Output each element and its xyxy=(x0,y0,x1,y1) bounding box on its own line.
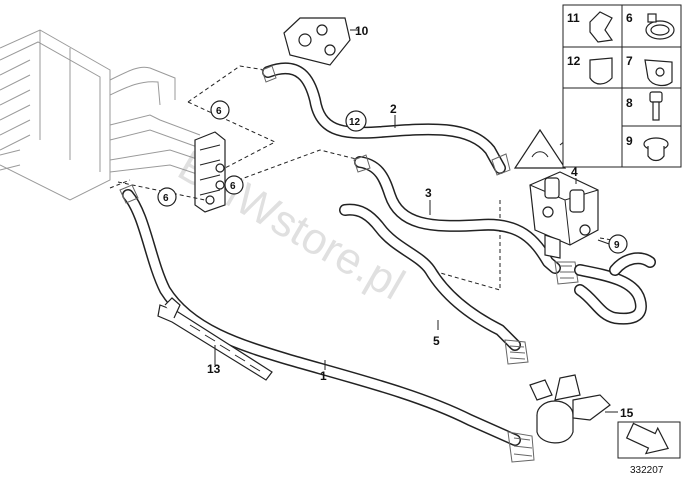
svg-text:9: 9 xyxy=(614,240,620,251)
callout-12: 12 xyxy=(345,110,367,132)
hose-1 xyxy=(119,184,535,463)
callout-1: 1 xyxy=(320,369,327,383)
panel-label-8: 8 xyxy=(626,96,633,110)
callout-10: 10 xyxy=(355,24,369,38)
heater-connector-block xyxy=(194,131,226,213)
part-4-water-valve xyxy=(529,171,599,259)
hose-5 xyxy=(339,203,529,365)
hose-valve-return xyxy=(574,252,656,325)
panel-label-11: 11 xyxy=(567,11,580,25)
reference-number: 332207 xyxy=(630,465,664,476)
svg-text:6: 6 xyxy=(216,106,222,117)
panel-label-7: 7 xyxy=(626,54,633,68)
callout-2: 2 xyxy=(390,102,397,116)
panel-label-6: 6 xyxy=(626,11,633,25)
callout-15: 15 xyxy=(620,406,634,420)
panel-label-12: 12 xyxy=(567,54,581,68)
part-10-hose-bracket xyxy=(283,17,351,66)
callout-6-lower: 6 xyxy=(157,187,177,207)
heater-core-ghost xyxy=(0,29,201,201)
callout-9: 9 xyxy=(608,234,628,254)
direction-arrow-box xyxy=(617,421,681,459)
part-14-warning-label xyxy=(513,128,567,169)
part-15-water-pump xyxy=(529,374,611,444)
svg-text:6: 6 xyxy=(230,181,236,192)
panel-label-9: 9 xyxy=(626,134,633,148)
small-parts-panel: 11 6 12 7 8 9 xyxy=(562,4,682,168)
callout-3: 3 xyxy=(425,186,432,200)
part-13-cable-tie xyxy=(157,297,273,381)
svg-text:6: 6 xyxy=(163,193,169,204)
hose-3 xyxy=(353,154,579,285)
callout-13: 13 xyxy=(207,362,221,376)
callout-4: 4 xyxy=(571,165,578,179)
callout-6-upper: 6 xyxy=(210,100,230,120)
svg-text:12: 12 xyxy=(349,117,361,128)
hose-2 xyxy=(261,62,511,176)
callout-6-middle: 6 xyxy=(224,175,244,195)
callout-5: 5 xyxy=(433,334,440,348)
